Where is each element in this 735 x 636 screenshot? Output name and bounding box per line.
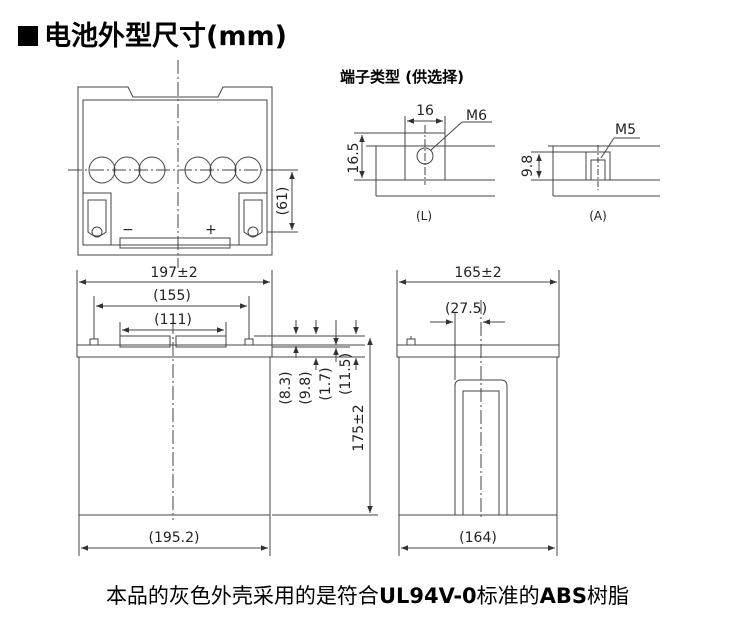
terminal-L-label: (L) (416, 209, 432, 223)
dim-27-5-label: (27.5) (445, 301, 487, 317)
front-view (76, 270, 378, 556)
top-view: − + (68, 60, 298, 268)
dim-155-label: (155) (153, 288, 191, 304)
terminal-L-width: 16 (416, 103, 434, 119)
dim-61-label: (61) (275, 187, 291, 216)
dim-111-label: (111) (154, 312, 192, 328)
dim-175-label: 175±2 (351, 404, 367, 451)
terminal-L-diagram (354, 116, 495, 197)
terminal-A-diagram (531, 137, 660, 197)
dim-1-7-label: (1.7) (318, 367, 334, 400)
minus-sign: − (122, 222, 134, 238)
dim-195-2-label: (195.2) (148, 530, 199, 546)
side-view (396, 270, 560, 556)
dim-8-3-label: (8.3) (278, 371, 294, 404)
terminal-A-label: (A) (589, 209, 607, 223)
terminal-A-height: 9.8 (520, 155, 536, 177)
square-bullet-icon (18, 26, 38, 46)
plus-sign: + (205, 222, 217, 238)
footer-note: 本品的灰色外壳采用的是符合UL94V-0标准的ABS树脂 (105, 584, 630, 608)
terminal-section-title: 端子类型 (供选择) (340, 68, 464, 86)
dim-197-label: 197±2 (150, 265, 197, 281)
terminal-A-bolt: M5 (615, 122, 636, 138)
terminal-L-height: 16.5 (346, 142, 362, 173)
dim-9-8-label: (9.8) (298, 371, 314, 404)
terminal-L-bolt: M6 (466, 108, 487, 124)
dim-165-label: 165±2 (454, 265, 501, 281)
page-title: 电池外型尺寸(mm) (18, 14, 287, 53)
dim-164-label: (164) (459, 530, 497, 546)
dim-11-5-label: (11.5) (338, 353, 354, 395)
